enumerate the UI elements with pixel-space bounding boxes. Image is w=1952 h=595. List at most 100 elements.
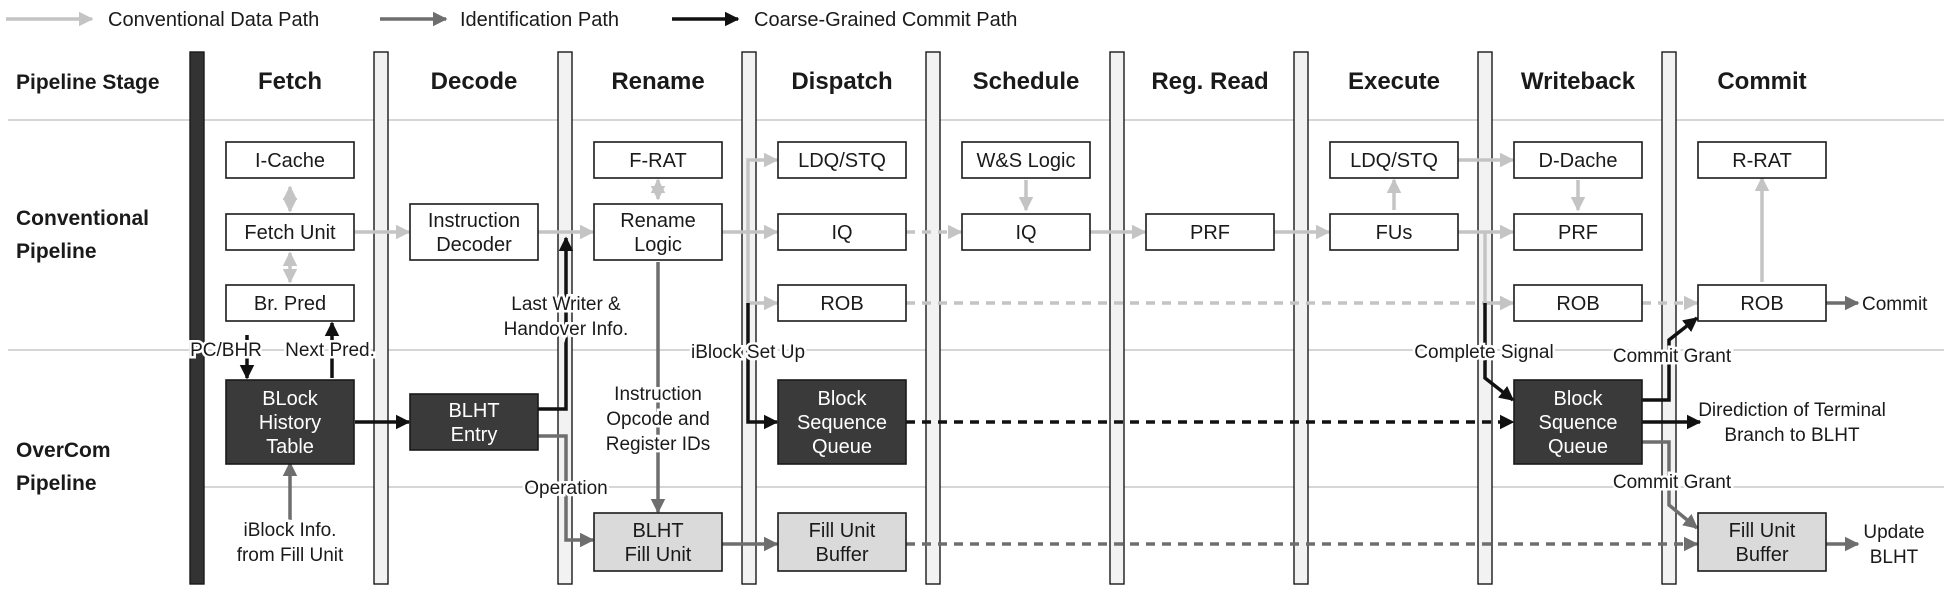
prf-regread-text: PRF bbox=[1190, 222, 1230, 244]
arrow-entry-lastwriter bbox=[538, 236, 574, 411]
ws-logic-text: W&S Logic bbox=[977, 150, 1076, 172]
direction-label: Branch to BLHT bbox=[1724, 425, 1860, 446]
direction-label: Dirediction of Terminal bbox=[1698, 400, 1886, 421]
legend-identification-label: Identification Path bbox=[460, 9, 619, 31]
pipeline-latch-6 bbox=[1293, 51, 1309, 585]
legend: Conventional Data Path Identification Pa… bbox=[6, 9, 1017, 31]
prf-regread-box: PRF bbox=[1145, 213, 1275, 251]
ldq-stq-execute-box: LDQ/STQ bbox=[1329, 141, 1459, 179]
arrow-bsq-commitgrant-buffer bbox=[1642, 440, 1699, 530]
arrow-iblock-setup bbox=[746, 303, 779, 430]
blht-text: Table bbox=[266, 436, 314, 458]
commit-label: Commit bbox=[1862, 294, 1928, 315]
ddache-text: D-Dache bbox=[1539, 150, 1618, 172]
rob-dispatch-text: ROB bbox=[820, 293, 863, 315]
ddache-box: D-Dache bbox=[1513, 141, 1643, 179]
bsq-dispatch-text: Block bbox=[818, 388, 868, 410]
stage-header-commit: Commit bbox=[1717, 68, 1806, 95]
icache-text: I-Cache bbox=[255, 150, 325, 172]
operation-label: Operation bbox=[524, 478, 607, 499]
stage-header-dispatch: Dispatch bbox=[791, 68, 892, 95]
instr-decoder-text: Decoder bbox=[436, 234, 512, 256]
iblock-info-label: iBlock Info. bbox=[244, 520, 337, 541]
bsq-writeback-text: Block bbox=[1554, 388, 1604, 410]
pipeline-latch-8 bbox=[1661, 51, 1677, 585]
commit-grant-top-label: Commit Grant bbox=[1613, 346, 1732, 367]
ldq-stq-execute-text: LDQ/STQ bbox=[1350, 150, 1438, 172]
instr-opcode-label: Register IDs bbox=[606, 434, 711, 455]
rrat-text: R-RAT bbox=[1732, 150, 1792, 172]
stage-header-schedule: Schedule bbox=[973, 68, 1080, 95]
bsq-dispatch-text: Queue bbox=[812, 436, 872, 458]
iq-schedule-text: IQ bbox=[1015, 222, 1036, 244]
bsq-writeback-text: Squence bbox=[1539, 412, 1618, 434]
blht-text: History bbox=[259, 412, 321, 434]
commit-grant-bottom-label: Commit Grant bbox=[1613, 472, 1732, 493]
fus-text: FUs bbox=[1376, 222, 1413, 244]
rob-commit-box: ROB bbox=[1697, 284, 1827, 322]
rob-writeback-text: ROB bbox=[1556, 293, 1599, 315]
arrow-entry-fillunit bbox=[538, 434, 595, 548]
fub-commit-text: Fill Unit bbox=[1729, 520, 1796, 542]
blht-entry-text: BLHT bbox=[448, 400, 499, 422]
blht-fill-unit-text: BLHT bbox=[632, 520, 683, 542]
row-label-conventional-2: Pipeline bbox=[16, 240, 97, 263]
prf-writeback-box: PRF bbox=[1513, 213, 1643, 251]
row-label-stage: Pipeline Stage bbox=[16, 71, 160, 94]
iq-schedule-box: IQ bbox=[961, 213, 1091, 251]
stage-header-writeback: Writeback bbox=[1521, 68, 1636, 95]
instr-decoder-text: Instruction bbox=[428, 210, 520, 232]
ws-logic-box: W&S Logic bbox=[961, 141, 1091, 179]
last-writer-label: Handover Info. bbox=[504, 319, 629, 340]
br-pred-box: Br. Pred bbox=[225, 284, 355, 322]
rob-commit-text: ROB bbox=[1740, 293, 1783, 315]
frat-text: F-RAT bbox=[629, 150, 686, 172]
ldq-stq-dispatch-box: LDQ/STQ bbox=[777, 141, 907, 179]
coarse-commit-paths bbox=[239, 236, 1702, 430]
legend-conventional-label: Conventional Data Path bbox=[108, 9, 319, 31]
rob-writeback-box: ROB bbox=[1513, 284, 1643, 322]
stage-header-rename: Rename bbox=[611, 68, 704, 95]
legend-coarse-label: Coarse-Grained Commit Path bbox=[754, 9, 1017, 31]
row-label-overcom-1: OverCom bbox=[16, 439, 111, 462]
pc-bhr-label: PC/BHR bbox=[190, 340, 262, 361]
fetch-unit-box: Fetch Unit bbox=[225, 213, 355, 251]
instr-opcode-label: Opcode and bbox=[606, 409, 710, 430]
stage-header-fetch: Fetch bbox=[258, 68, 322, 95]
iblock-setup-label: iBlock Set Up bbox=[691, 342, 805, 363]
next-pred-label: Next Pred. bbox=[285, 340, 375, 361]
frat-box: F-RAT bbox=[593, 141, 723, 179]
iq-dispatch-box: IQ bbox=[777, 213, 907, 251]
ldq-stq-dispatch-text: LDQ/STQ bbox=[798, 150, 886, 172]
iq-dispatch-text: IQ bbox=[831, 222, 852, 244]
pipeline-latch-0 bbox=[189, 51, 205, 585]
last-writer-label: Last Writer & bbox=[511, 294, 621, 315]
prf-writeback-text: PRF bbox=[1558, 222, 1598, 244]
fus-box: FUs bbox=[1329, 213, 1459, 251]
blht-text: BLock bbox=[262, 388, 319, 410]
identification-paths bbox=[282, 262, 1860, 552]
arrow-commit-grant bbox=[1642, 316, 1699, 402]
blht-fill-unit-text: Fill Unit bbox=[625, 544, 692, 566]
rob-dispatch-box: ROB bbox=[777, 284, 907, 322]
row-label-overcom-2: Pipeline bbox=[16, 472, 97, 495]
iblock-info-label: from Fill Unit bbox=[237, 545, 344, 566]
fub-dispatch-text: Buffer bbox=[816, 544, 869, 566]
rename-logic-text: Rename bbox=[620, 210, 696, 232]
update-blht-label: BLHT bbox=[1870, 547, 1919, 568]
row-label-conventional-1: Conventional bbox=[16, 207, 149, 230]
pipeline-latch-4 bbox=[925, 51, 941, 585]
pipeline-latch-5 bbox=[1109, 51, 1125, 585]
fub-dispatch-text: Fill Unit bbox=[809, 520, 876, 542]
arrow-rename-ldqstq bbox=[746, 152, 779, 232]
bsq-writeback-text: Queue bbox=[1548, 436, 1608, 458]
rename-logic-text: Logic bbox=[634, 234, 682, 256]
